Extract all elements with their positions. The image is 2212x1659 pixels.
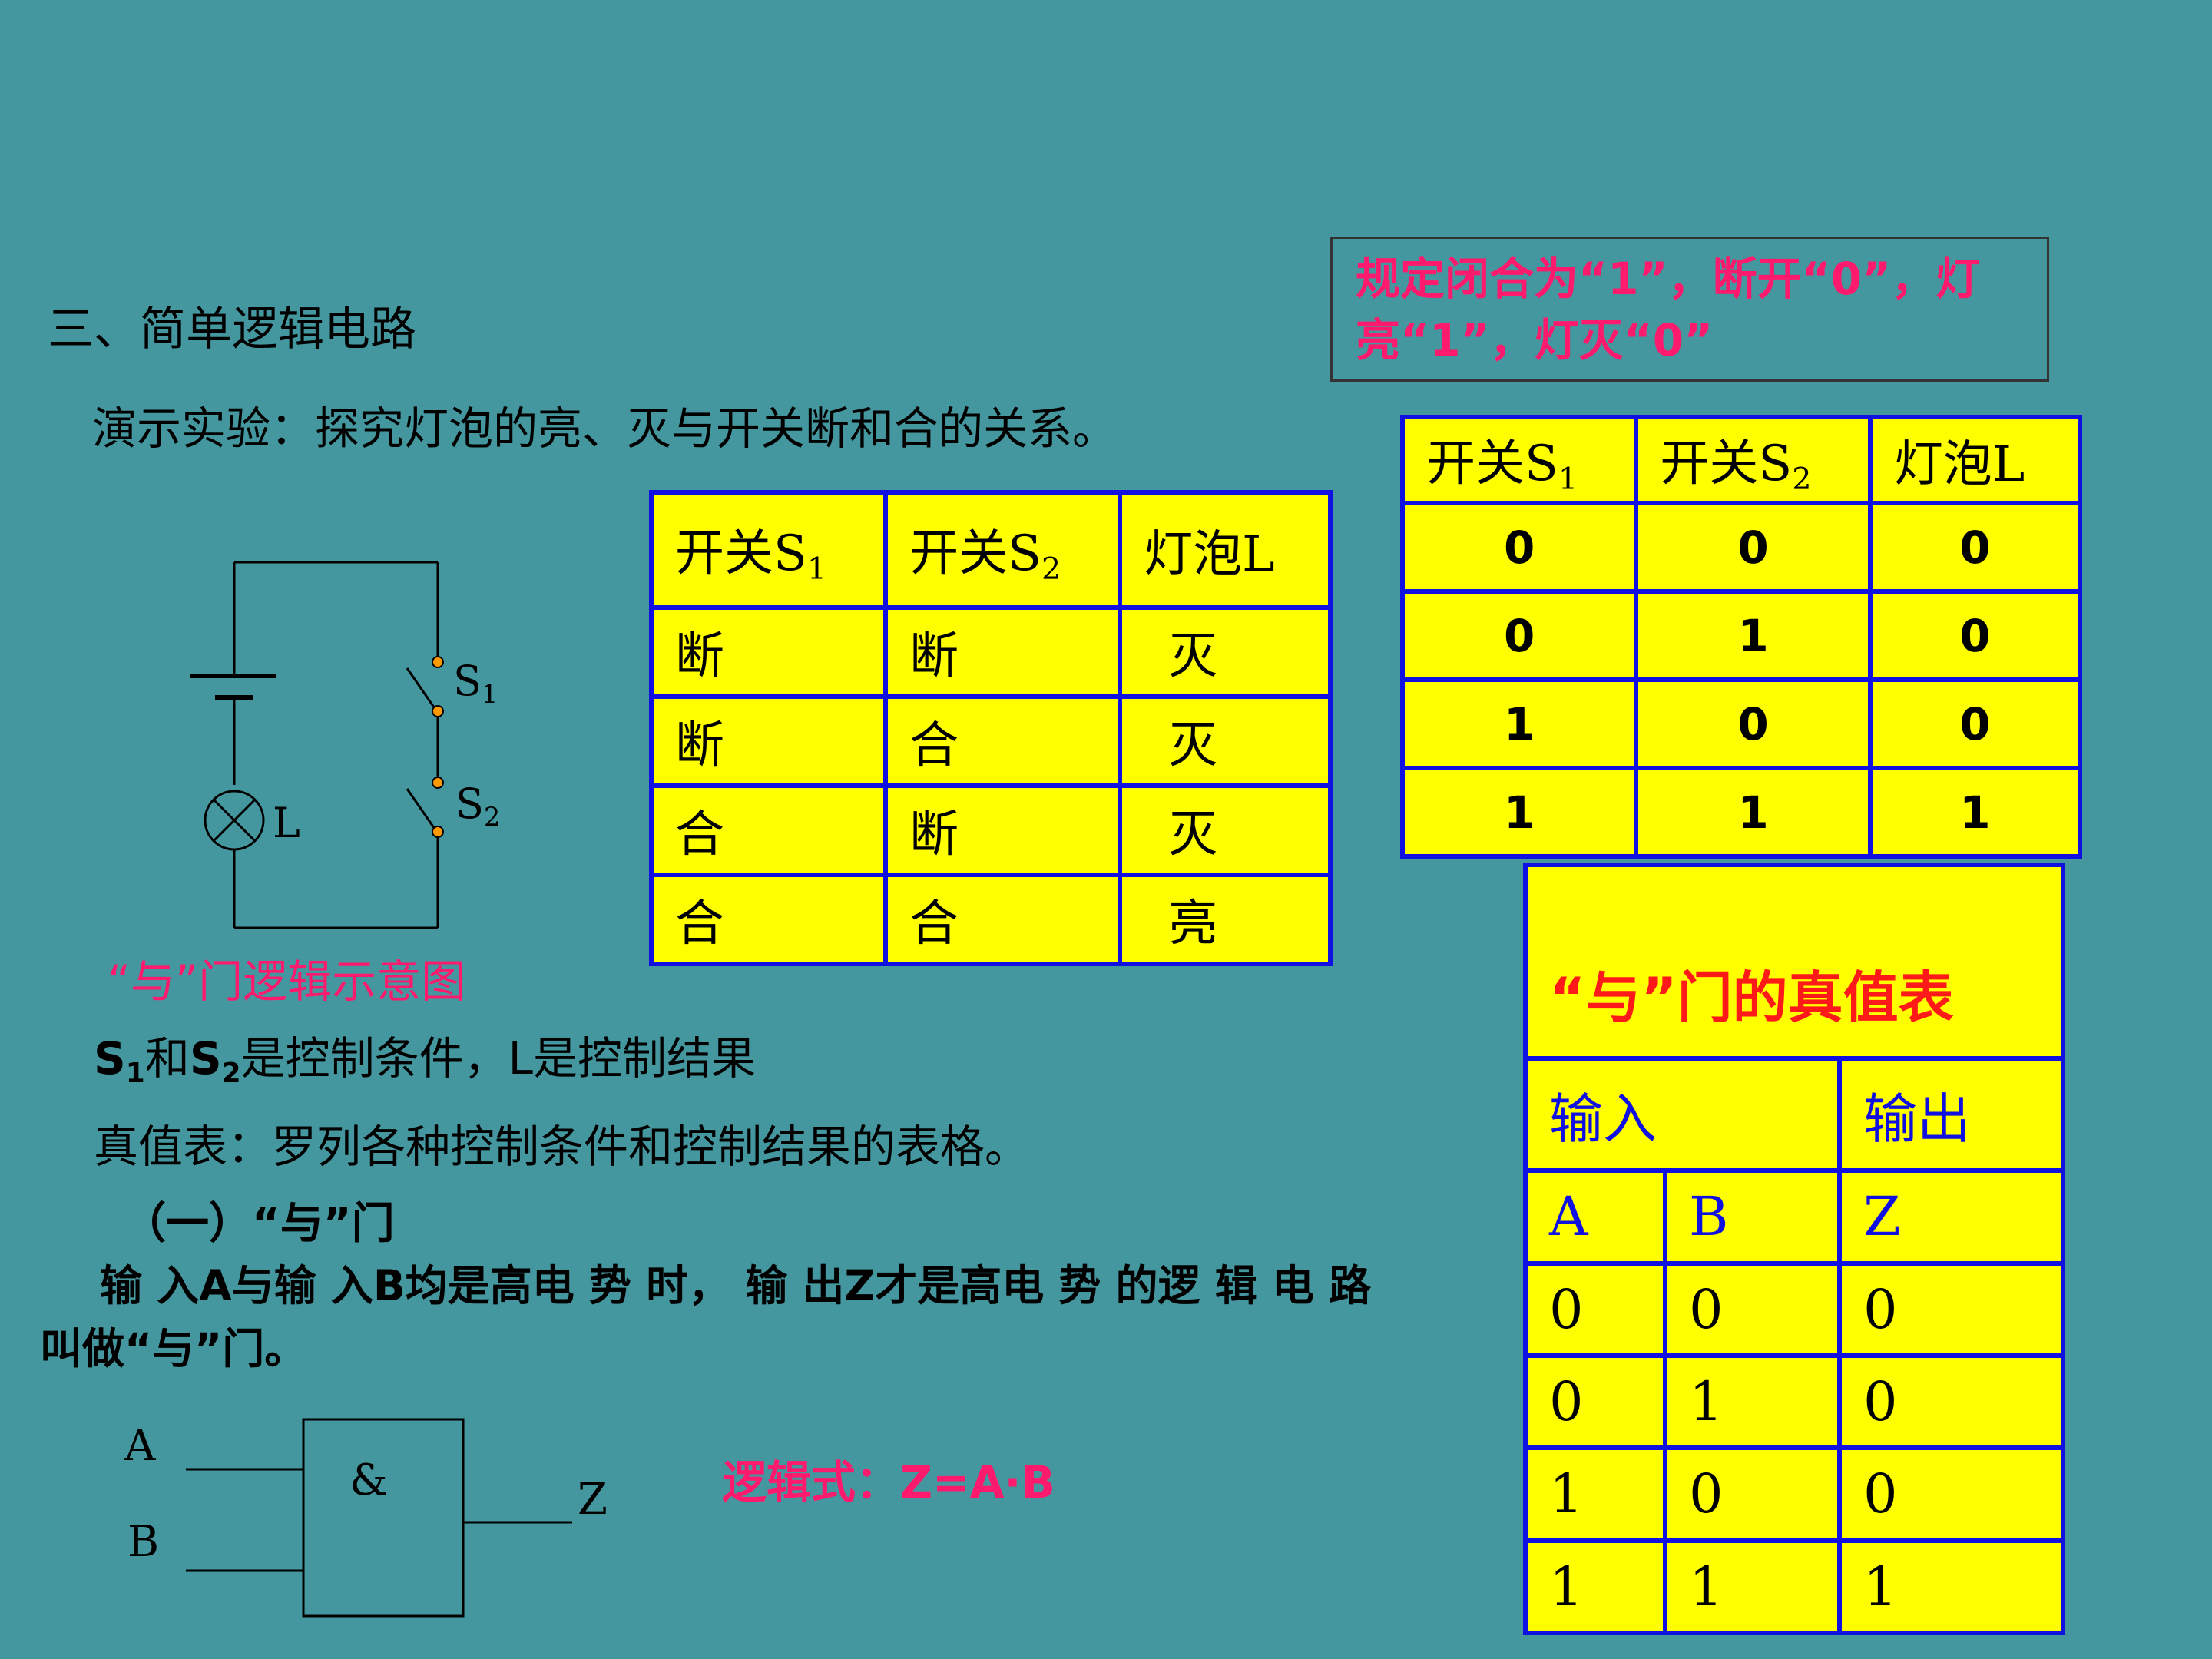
gate-definition-line2: 叫做“与”门。	[40, 1324, 307, 1373]
truth-cell: 0	[1663, 1260, 1842, 1358]
binary-cell: 0	[1867, 589, 2083, 682]
logic-expression: 逻辑式：Z=A·B	[722, 1456, 1055, 1508]
state-header-s2: 开关S2	[883, 490, 1123, 610]
state-cell: 亮	[1118, 873, 1333, 966]
binary-header-s2: 开关S2	[1634, 415, 1873, 505]
state-cell: 合	[883, 873, 1123, 966]
state-cell: 灭	[1118, 783, 1333, 877]
and-truth-table: “与”门的真值表 输入 输出 A B Z 0 0 0 0 1 0 1 0 0 1…	[1523, 863, 2065, 1636]
lamp-label: L	[273, 799, 300, 847]
binary-cell: 1	[1634, 589, 1873, 682]
gate-symbol-and: &	[349, 1455, 388, 1505]
state-table: 开关S1 开关S2 灯泡L 断 断 灭 断 合 灭 合 断 灭 合 合 亮	[648, 490, 1333, 966]
state-cell: 合	[648, 783, 889, 877]
truth-cell: 0	[1837, 1260, 2065, 1358]
truth-cell: 0	[1663, 1445, 1842, 1543]
binary-cell: 0	[1867, 501, 2083, 594]
binary-cell: 0	[1399, 501, 1639, 594]
state-cell: 灭	[1118, 605, 1333, 699]
binary-table: 开关S1 开关S2 灯泡L 0 0 0 0 1 0 1 0 0 1 1 1	[1399, 415, 2083, 859]
truth-cell: 1	[1523, 1538, 1667, 1636]
experiment-text: 演示实验：探究灯泡的亮、灭与开关断和合的关系。	[92, 402, 1118, 455]
truth-table-title: “与”门的真值表	[1523, 863, 2065, 1061]
state-header-s1: 开关S1	[648, 490, 889, 610]
binary-cell: 0	[1399, 589, 1639, 682]
truth-cell: 0	[1523, 1353, 1667, 1451]
truth-col-b: B	[1663, 1168, 1842, 1266]
binary-cell: 0	[1867, 677, 2083, 770]
truth-cell: 1	[1663, 1538, 1842, 1636]
truth-col-a: A	[1523, 1168, 1667, 1266]
convention-note-line1: 规定闭合为“1”，断开“0”，灯	[1356, 253, 1981, 305]
condition-line: S1和S2是控制条件，L是控制结果	[94, 1032, 756, 1089]
state-cell: 合	[648, 873, 889, 966]
section-title: 三、简单逻辑电路	[48, 303, 416, 356]
switch2-label: S2	[455, 780, 501, 833]
binary-cell: 1	[1399, 677, 1639, 770]
state-cell: 断	[883, 783, 1123, 877]
circuit-caption: “与”门逻辑示意图	[108, 955, 466, 1008]
truth-cell: 1	[1523, 1445, 1667, 1543]
truth-cell: 1	[1663, 1353, 1842, 1451]
binary-cell: 0	[1634, 501, 1873, 594]
truth-cell: 0	[1837, 1353, 2065, 1451]
state-cell: 断	[648, 605, 889, 699]
truth-definition: 真值表：罗列各种控制条件和控制结果的表格。	[94, 1121, 1030, 1173]
state-header-lamp: 灯泡L	[1118, 490, 1333, 610]
binary-header-lamp: 灯泡L	[1867, 415, 2083, 505]
state-cell: 合	[883, 694, 1123, 788]
gate-heading: （一）“与”门	[123, 1199, 395, 1249]
truth-cell: 0	[1523, 1260, 1667, 1358]
truth-table-input-label: 输入	[1523, 1055, 1842, 1174]
convention-note-line2: 亮“1”，灯灭“0”	[1356, 314, 1714, 366]
switch1-label: S1	[453, 657, 498, 710]
gate-output-z: Z	[578, 1475, 608, 1525]
state-cell: 断	[883, 605, 1123, 699]
binary-cell: 1	[1399, 766, 1639, 859]
convention-note: 规定闭合为“1”，断开“0”，灯 亮“1”，灯灭“0”	[1330, 237, 2049, 382]
state-cell: 断	[648, 694, 889, 788]
gate-input-b: B	[127, 1517, 160, 1567]
truth-cell: 1	[1837, 1538, 2065, 1636]
circuit-diagram	[190, 561, 444, 929]
binary-cell: 1	[1634, 766, 1873, 859]
and-gate-symbol	[186, 1418, 572, 1618]
binary-cell: 0	[1634, 677, 1873, 770]
truth-cell: 0	[1837, 1445, 2065, 1543]
state-cell: 灭	[1118, 694, 1333, 788]
binary-header-s1: 开关S1	[1399, 415, 1639, 505]
gate-input-a: A	[124, 1421, 156, 1471]
binary-cell: 1	[1867, 766, 2083, 859]
gate-definition-line1: 输 入A与输 入B均是高电 势 时， 输 出Z才是高电 势 的逻 辑 电 路	[100, 1261, 1371, 1310]
truth-col-z: Z	[1837, 1168, 2065, 1266]
truth-table-output-label: 输出	[1837, 1055, 2065, 1174]
